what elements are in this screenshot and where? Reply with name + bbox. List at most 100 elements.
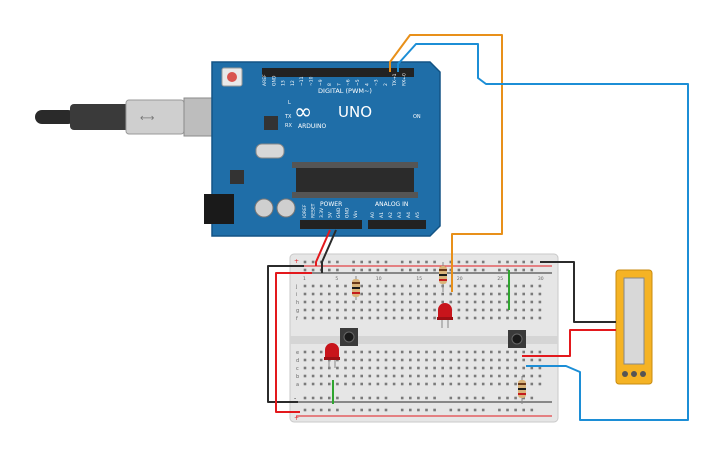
breadboard-hole[interactable]	[409, 292, 412, 296]
breadboard-hole[interactable]	[409, 374, 412, 378]
breadboard-hole[interactable]	[514, 350, 517, 354]
breadboard-hole[interactable]	[400, 350, 404, 354]
breadboard-hole[interactable]	[473, 382, 477, 386]
breadboard-hole[interactable]	[514, 358, 517, 362]
breadboard-hole[interactable]	[400, 408, 404, 412]
breadboard-hole[interactable]	[457, 292, 461, 296]
breadboard-hole[interactable]	[506, 366, 509, 370]
breadboard-hole[interactable]	[481, 382, 485, 386]
breadboard-hole[interactable]	[352, 396, 355, 400]
breadboard-hole[interactable]	[490, 292, 493, 296]
breadboard-hole[interactable]	[538, 308, 542, 312]
breadboard-hole[interactable]	[530, 396, 534, 400]
breadboard-hole[interactable]	[473, 260, 477, 264]
breadboard-hole[interactable]	[303, 308, 307, 312]
breadboard-hole[interactable]	[392, 374, 396, 378]
breadboard-hole[interactable]	[352, 374, 355, 378]
breadboard-hole[interactable]	[376, 300, 380, 304]
breadboard-hole[interactable]	[344, 366, 347, 370]
breadboard-hole[interactable]	[311, 396, 315, 400]
breadboard-hole[interactable]	[376, 396, 380, 400]
breadboard-hole[interactable]	[328, 292, 331, 296]
breadboard-hole[interactable]	[481, 308, 485, 312]
breadboard-hole[interactable]	[311, 300, 315, 304]
breadboard-hole[interactable]	[368, 308, 372, 312]
breadboard-hole[interactable]	[384, 268, 388, 272]
breadboard-hole[interactable]	[344, 300, 347, 304]
breadboard-hole[interactable]	[392, 300, 396, 304]
breadboard-hole[interactable]	[506, 268, 509, 272]
breadboard-hole[interactable]	[481, 316, 485, 320]
breadboard-hole[interactable]	[376, 308, 380, 312]
breadboard-hole[interactable]	[368, 292, 372, 296]
breadboard-hole[interactable]	[433, 292, 436, 296]
breadboard-hole[interactable]	[352, 350, 355, 354]
breadboard-hole[interactable]	[425, 300, 428, 304]
breadboard-hole[interactable]	[392, 284, 396, 288]
breadboard-hole[interactable]	[344, 308, 347, 312]
breadboard-hole[interactable]	[336, 396, 339, 400]
breadboard-hole[interactable]	[425, 396, 428, 400]
breadboard-hole[interactable]	[425, 268, 428, 272]
breadboard-hole[interactable]	[368, 366, 372, 370]
breadboard-hole[interactable]	[506, 396, 509, 400]
breadboard-hole[interactable]	[473, 350, 477, 354]
breadboard-hole[interactable]	[530, 268, 534, 272]
breadboard-hole[interactable]	[457, 260, 461, 264]
breadboard-hole[interactable]	[319, 308, 323, 312]
breadboard-hole[interactable]	[530, 284, 534, 288]
breadboard-hole[interactable]	[522, 308, 525, 312]
breadboard-hole[interactable]	[344, 382, 347, 386]
breadboard-hole[interactable]	[433, 358, 436, 362]
breadboard-hole[interactable]	[433, 382, 436, 386]
pushbutton-2[interactable]	[508, 330, 526, 348]
breadboard-hole[interactable]	[384, 408, 388, 412]
breadboard-hole[interactable]	[473, 358, 477, 362]
breadboard-hole[interactable]	[449, 382, 453, 386]
breadboard-hole[interactable]	[465, 374, 469, 378]
breadboard-hole[interactable]	[384, 292, 388, 296]
breadboard-hole[interactable]	[392, 316, 396, 320]
breadboard-hole[interactable]	[384, 366, 388, 370]
usb-cable[interactable]: ⟷	[35, 97, 223, 137]
wire-black-gnd[interactable]	[321, 229, 337, 273]
breadboard-hole[interactable]	[303, 396, 307, 400]
breadboard-hole[interactable]	[336, 316, 339, 320]
breadboard-hole[interactable]	[336, 260, 339, 264]
breadboard-hole[interactable]	[538, 374, 542, 378]
breadboard-hole[interactable]	[457, 366, 461, 370]
breadboard-hole[interactable]	[457, 308, 461, 312]
breadboard-hole[interactable]	[449, 300, 453, 304]
breadboard-hole[interactable]	[465, 268, 469, 272]
breadboard-hole[interactable]	[498, 350, 501, 354]
breadboard-hole[interactable]	[514, 284, 517, 288]
wire-orange[interactable]	[389, 34, 503, 292]
breadboard-hole[interactable]	[352, 268, 355, 272]
breadboard-hole[interactable]	[522, 292, 525, 296]
breadboard-hole[interactable]	[425, 316, 428, 320]
breadboard-hole[interactable]	[425, 374, 428, 378]
breadboard-hole[interactable]	[465, 308, 469, 312]
breadboard-hole[interactable]	[368, 284, 372, 288]
breadboard-hole[interactable]	[417, 408, 420, 412]
breadboard-hole[interactable]	[522, 260, 525, 264]
wire-red-right[interactable]	[522, 329, 616, 357]
breadboard-hole[interactable]	[344, 358, 347, 362]
multimeter-probe-left[interactable]	[622, 371, 628, 377]
breadboard-hole[interactable]	[376, 268, 380, 272]
breadboard-hole[interactable]	[441, 358, 444, 362]
breadboard-hole[interactable]	[400, 300, 404, 304]
breadboard-hole[interactable]	[449, 260, 453, 264]
breadboard-hole[interactable]	[409, 366, 412, 370]
breadboard-hole[interactable]	[311, 268, 315, 272]
breadboard-hole[interactable]	[360, 396, 363, 400]
breadboard-hole[interactable]	[311, 308, 315, 312]
breadboard-hole[interactable]	[498, 408, 501, 412]
breadboard-hole[interactable]	[530, 300, 534, 304]
breadboard-hole[interactable]	[392, 308, 396, 312]
breadboard-hole[interactable]	[506, 350, 509, 354]
breadboard-hole[interactable]	[336, 408, 339, 412]
breadboard-hole[interactable]	[449, 284, 453, 288]
breadboard-hole[interactable]	[473, 308, 477, 312]
